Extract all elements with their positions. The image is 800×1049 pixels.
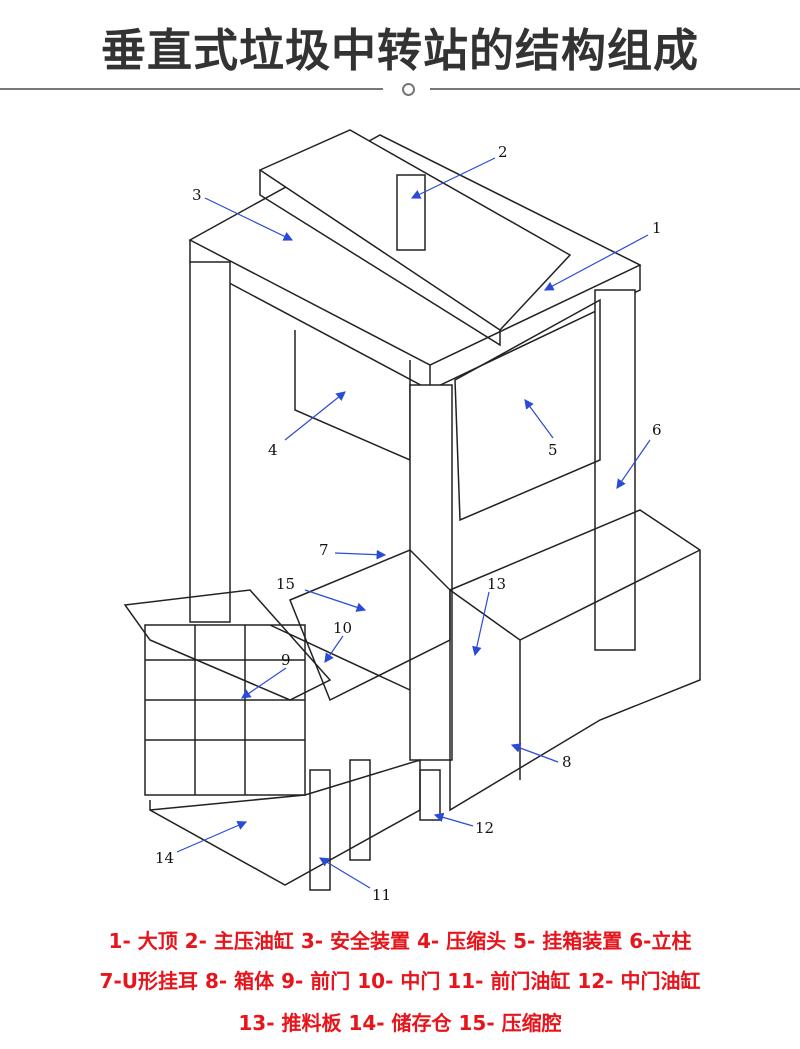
front-door-cylinder (309, 769, 331, 891)
callout-9: 9 (281, 651, 291, 669)
legend-line-3: 13- 推料板 14- 储存仓 15- 压缩腔 (238, 1011, 562, 1035)
legend-line-2: 7-U形挂耳 8- 箱体 9- 前门 10- 中门 11- 前门油缸 12- 中… (99, 969, 701, 993)
callout-13: 13 (487, 575, 506, 593)
callout-1: 1 (652, 219, 662, 237)
callout-5: 5 (548, 441, 558, 459)
compactor-structure-diagram: 1 2 3 4 5 6 7 8 9 10 11 12 13 14 15 (123, 129, 701, 904)
callout-10: 10 (333, 619, 352, 637)
column-right (594, 289, 636, 651)
column-front (409, 384, 453, 761)
callout-2: 2 (498, 143, 508, 161)
storage-bin (149, 758, 421, 886)
callout-15: 15 (276, 575, 295, 593)
middle-door-bar (269, 624, 411, 691)
front-door (144, 624, 306, 796)
box-body (449, 509, 701, 812)
middle-door (349, 759, 371, 861)
callout-8: 8 (562, 753, 572, 771)
callout-11: 11 (372, 886, 391, 904)
callout-6: 6 (652, 421, 662, 439)
callout-4: 4 (268, 441, 278, 459)
front-door-top (123, 589, 332, 701)
divider-circle-icon (402, 83, 415, 96)
main-cylinder (396, 174, 426, 251)
callout-arrows (176, 157, 651, 889)
callout-3: 3 (192, 186, 202, 204)
column-left (189, 261, 231, 623)
legend-line-1: 1- 大顶 2- 主压油缸 3- 安全装置 4- 压缩头 5- 挂箱装置 6-立… (108, 929, 692, 953)
page-title: 垂直式垃圾中转站的结构组成 (100, 24, 699, 77)
middle-door-cylinder (419, 769, 441, 821)
hanging-device (454, 298, 601, 522)
divider-right (430, 88, 800, 90)
divider-left (0, 88, 383, 90)
machine-drawing (123, 129, 701, 891)
callout-7: 7 (319, 541, 329, 559)
callout-12: 12 (475, 819, 494, 837)
callout-14: 14 (155, 849, 174, 867)
callout-labels: 1 2 3 4 5 6 7 8 9 10 11 12 13 14 15 (155, 143, 662, 904)
